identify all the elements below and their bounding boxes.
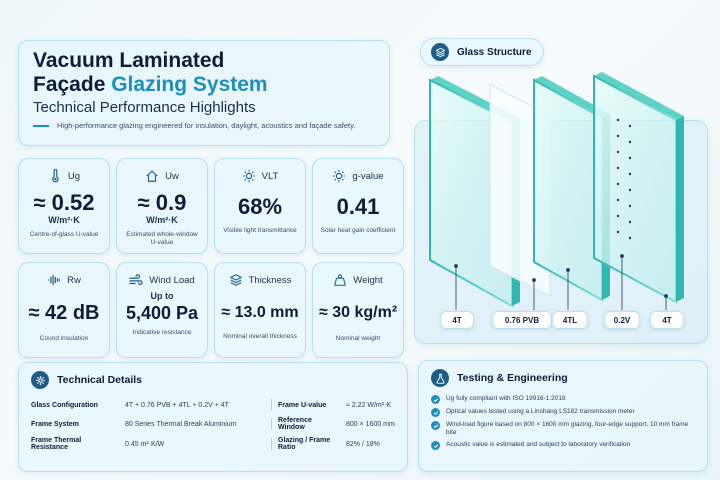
technical-details-card: Technical Details Glass Configuration 4T… [18, 362, 408, 472]
layer-label-4tl: 4TL [552, 311, 588, 329]
soundwave-icon [47, 273, 61, 287]
gear-icon [31, 371, 49, 389]
metric-label: Wind Load [149, 274, 195, 286]
metric-value: ≈ 30 kg/m² [319, 304, 398, 321]
metric-label: Rw [67, 274, 81, 286]
metric-label: Uw [165, 170, 179, 182]
layer-label-4t-back: 4T [650, 311, 684, 329]
metric-desc: Cound insulation [39, 335, 89, 342]
metric-card-rw: Rw ≈ 42 dB Cound insulation [18, 262, 110, 358]
metric-value: ≈ 42 dB [28, 302, 100, 324]
layer-label-4t-front: 4T [440, 311, 474, 329]
layer-label-vacuum: 0.2V [604, 311, 640, 329]
page-subtitle: Technical Performance Highlights [33, 99, 256, 116]
check-icon [431, 421, 440, 430]
house-icon [145, 169, 159, 183]
tech-value: 80 Series Thermal Break Aluminium [125, 420, 237, 428]
tech-value: 4T + 0.76 PVB + 4TL + 0.2V + 4T [125, 401, 229, 409]
metric-value: ≈ 0.9 [137, 190, 187, 215]
testing-engineering-card: Testing & Engineering Ug fully compliant… [418, 360, 708, 472]
title-line-2-a: Façade [33, 73, 112, 96]
metric-desc: Solar heat gain coefficient [320, 227, 396, 234]
tech-key: Reference Window [278, 417, 312, 431]
metric-card-g-value: g-value 0.41 Solar heat gain coefficient [312, 158, 404, 254]
metric-value: ≈ 13.0 mm [221, 304, 299, 321]
list-item: Acoustic value is estimated and subject … [431, 441, 695, 450]
glass-structure-badge: Glass Structure [420, 38, 544, 66]
metric-card-weight: Weight ≈ 30 kg/m² Nominal weight [312, 262, 404, 358]
tech-key: Frame System [31, 420, 79, 428]
tech-key: Frame U-value [278, 401, 327, 409]
tech-key: Glass Configuration [31, 401, 98, 409]
metric-value-prefix: Up to [150, 291, 174, 301]
divider [271, 438, 272, 450]
tech-value: 0.45 m²·K/W [125, 440, 165, 448]
glass-structure-title: Glass Structure [457, 46, 532, 58]
technical-details-grid: Glass Configuration 4T + 0.76 PVB + 4TL … [31, 399, 395, 451]
metric-value: ≈ 0.52 [33, 190, 95, 215]
list-item-text: Optical values tested using a Linshang L… [446, 408, 635, 415]
sun-icon [242, 169, 256, 183]
metric-card-wind-load: Wind Load Up to 5,400 Pa Indicative resi… [116, 262, 208, 358]
metric-desc: Estimated whole-window U-value [126, 231, 198, 246]
metric-label: Thickness [248, 274, 292, 286]
list-item: Optical values tested using a Linshang L… [431, 408, 695, 417]
metric-desc: Visible light transmittance [223, 227, 297, 234]
layers-icon [229, 273, 243, 287]
testing-title: Testing & Engineering [457, 372, 568, 384]
metric-unit: W/m²·K [146, 215, 178, 225]
testing-list: Ug fully compliant with ISO 19916-1:2018… [431, 395, 695, 450]
list-item-text: Wind-load figure based on 800 × 1600 mm … [446, 421, 689, 436]
metric-card-thickness: Thickness ≈ 13.0 mm Nominal overall thic… [214, 262, 306, 358]
list-item: Ug fully compliant with ISO 19916-1:2018 [431, 395, 695, 404]
weight-icon [333, 273, 347, 287]
wind-icon [129, 273, 143, 287]
tagline-accent-bar [33, 124, 49, 127]
tech-value: ≈ 2.22 W/m²·K [346, 401, 392, 409]
metric-label: Weight [353, 274, 383, 286]
metric-label: Ug [67, 170, 81, 182]
tech-key: Frame Thermal Resistance [31, 437, 82, 451]
technical-details-title: Technical Details [57, 374, 143, 386]
list-item-text: Acoustic value is estimated and subject … [446, 441, 631, 448]
tagline-row: High-performance glazing engineered for … [33, 121, 375, 130]
metric-desc: Indicative resistance [132, 329, 192, 336]
metric-value: 68% [237, 194, 283, 219]
title-line-2: Façade Glazing System [33, 73, 375, 97]
check-icon [431, 395, 440, 404]
tech-value: 82% / 18% [346, 440, 380, 448]
tech-key: Glazing / Frame Ratio [278, 437, 331, 451]
metric-label: VLT [261, 170, 279, 182]
metric-desc: Centre-of-glass U-value [29, 231, 99, 238]
metric-unit: W/m²·K [48, 215, 80, 225]
tech-value: 800 × 1600 mm [346, 420, 395, 428]
metric-card-uw: Uw ≈ 0.9 W/m²·K Estimated whole-window U… [116, 158, 208, 254]
list-item: Wind-load figure based on 800 × 1600 mm … [431, 421, 695, 437]
divider [271, 399, 272, 411]
glass-structure-illustration [429, 72, 684, 310]
metric-desc: Nominal overall thickness [223, 333, 297, 340]
title-line-1: Vacuum Laminated [33, 49, 225, 72]
flask-icon [431, 369, 449, 387]
vacuum-pillars [616, 118, 632, 240]
thermometer-icon [48, 169, 62, 183]
check-icon [431, 441, 440, 450]
title-card: Vacuum Laminated Façade Glazing System T… [18, 40, 390, 146]
metric-value: 5,400 Pa [125, 303, 199, 323]
leader-lines [454, 254, 668, 310]
list-item-text: Ug fully compliant with ISO 19916-1:2018 [446, 395, 566, 402]
title-line-2-accent: Glazing System [111, 73, 268, 96]
layer-label-pvb: 0.76 PVB [492, 311, 552, 329]
check-icon [431, 408, 440, 417]
metric-label: g-value [352, 170, 384, 182]
metric-value: 0.41 [336, 194, 380, 219]
sun-icon [332, 169, 346, 183]
metric-card-vlt: VLT 68% Visible light transmittance [214, 158, 306, 254]
metric-card-ug: Ug ≈ 0.52 W/m²·K Centre-of-glass U-value [18, 158, 110, 254]
tagline: High-performance glazing engineered for … [57, 121, 356, 130]
glass-pane-4t-back [593, 72, 684, 304]
layers-icon [431, 43, 449, 61]
divider [271, 418, 272, 430]
metric-desc: Nominal weight [335, 335, 381, 342]
